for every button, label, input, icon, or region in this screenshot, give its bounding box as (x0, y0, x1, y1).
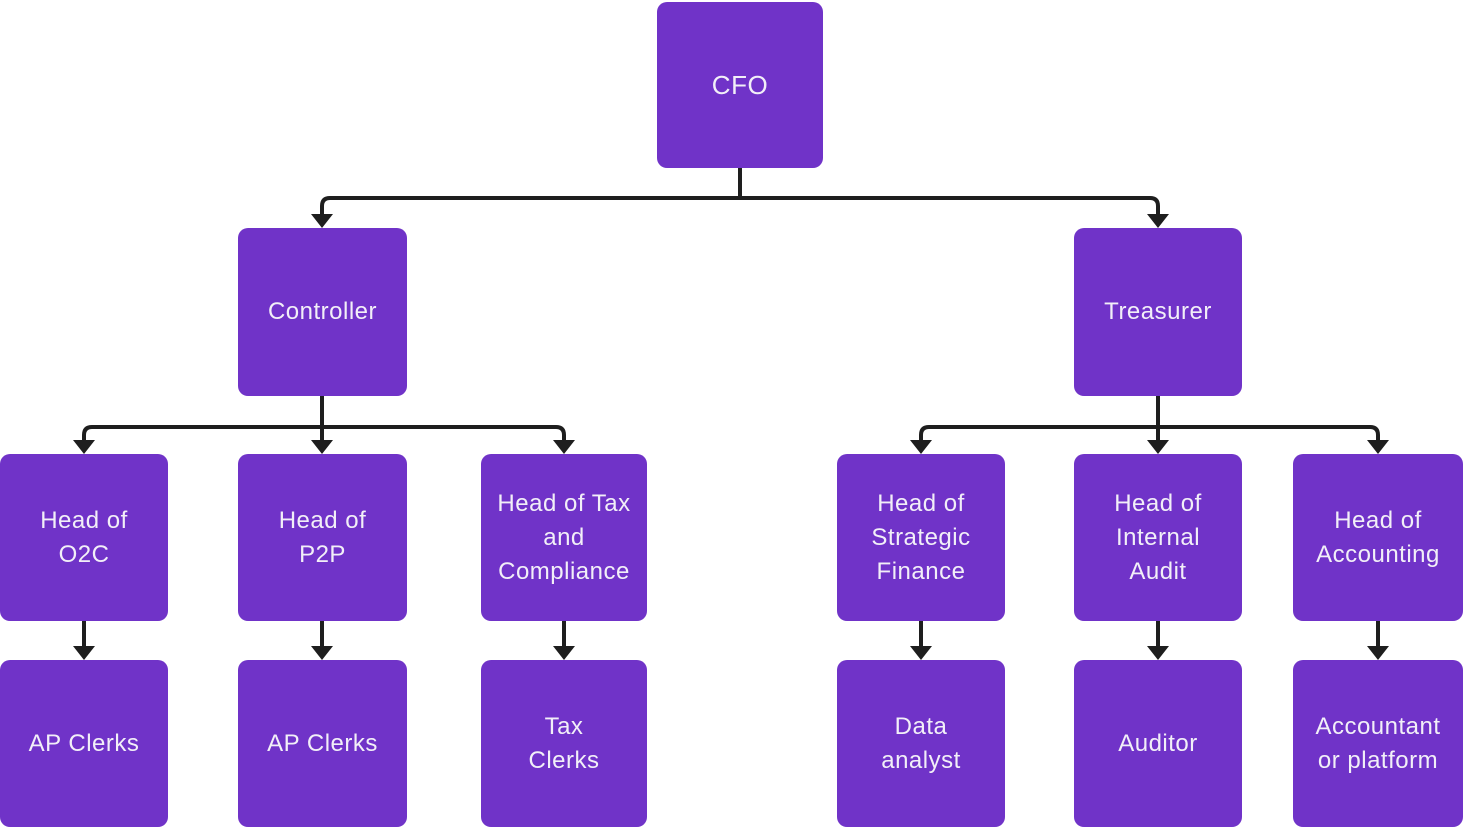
arrowhead-head-p2p (311, 440, 333, 454)
org-node-cfo: CFO (657, 2, 823, 168)
org-node-label: Tax Clerks (528, 712, 600, 774)
org-node-label: AP Clerks (28, 729, 140, 757)
arrowhead-auditor (1147, 646, 1169, 660)
arrowhead-head-internal-audit (1147, 440, 1169, 454)
org-node-treasurer: Treasurer (1074, 228, 1242, 396)
org-node-label: Head of Internal Audit (1114, 489, 1202, 585)
org-node-controller: Controller (238, 228, 407, 396)
arrowhead-accountant (1367, 646, 1389, 660)
org-node-accountant-or-platform: Accountant or platform (1293, 660, 1463, 827)
arrowhead-head-tax (553, 440, 575, 454)
org-node-head-of-o2c: Head of O2C (0, 454, 168, 621)
org-node-data-analyst: Data analyst (837, 660, 1005, 827)
arrowhead-treasurer (1147, 214, 1169, 228)
arrowhead-head-o2c (73, 440, 95, 454)
org-node-label: Head of Strategic Finance (871, 489, 971, 585)
org-node-label: Head of O2C (40, 506, 128, 568)
org-node-tax-clerks: Tax Clerks (481, 660, 647, 827)
org-node-head-of-internal-audit: Head of Internal Audit (1074, 454, 1242, 621)
org-node-head-of-tax-and-compliance: Head of Tax and Compliance (481, 454, 647, 621)
connector-rail-controller-children (82, 425, 566, 442)
org-node-label: Auditor (1118, 729, 1198, 757)
org-node-ap-clerks-2: AP Clerks (238, 660, 407, 827)
org-node-label: AP Clerks (267, 729, 378, 757)
arrowhead-ap-clerks-2 (311, 646, 333, 660)
org-node-label: Accountant or platform (1315, 712, 1441, 774)
org-node-label: CFO (711, 70, 769, 100)
org-node-head-of-strategic-finance: Head of Strategic Finance (837, 454, 1005, 621)
org-node-label: Treasurer (1104, 298, 1212, 325)
arrowhead-head-accounting (1367, 440, 1389, 454)
arrowhead-data-analyst (910, 646, 932, 660)
org-node-ap-clerks-1: AP Clerks (0, 660, 168, 827)
arrowhead-tax-clerks (553, 646, 575, 660)
org-node-label: Head of Accounting (1316, 506, 1440, 568)
org-node-auditor: Auditor (1074, 660, 1242, 827)
org-node-label: Controller (267, 298, 378, 325)
org-node-label: Head of Tax and Compliance (497, 489, 631, 585)
org-node-label: Head of P2P (278, 506, 367, 568)
arrowhead-controller (311, 214, 333, 228)
arrowhead-head-strategic-finance (910, 440, 932, 454)
connector-rail-treasurer-children (919, 425, 1380, 442)
org-node-head-of-p2p: Head of P2P (238, 454, 407, 621)
arrowhead-ap-clerks-1 (73, 646, 95, 660)
connector-rail-level2 (320, 196, 1160, 216)
org-node-label: Data analyst (881, 712, 961, 774)
org-node-head-of-accounting: Head of Accounting (1293, 454, 1463, 621)
